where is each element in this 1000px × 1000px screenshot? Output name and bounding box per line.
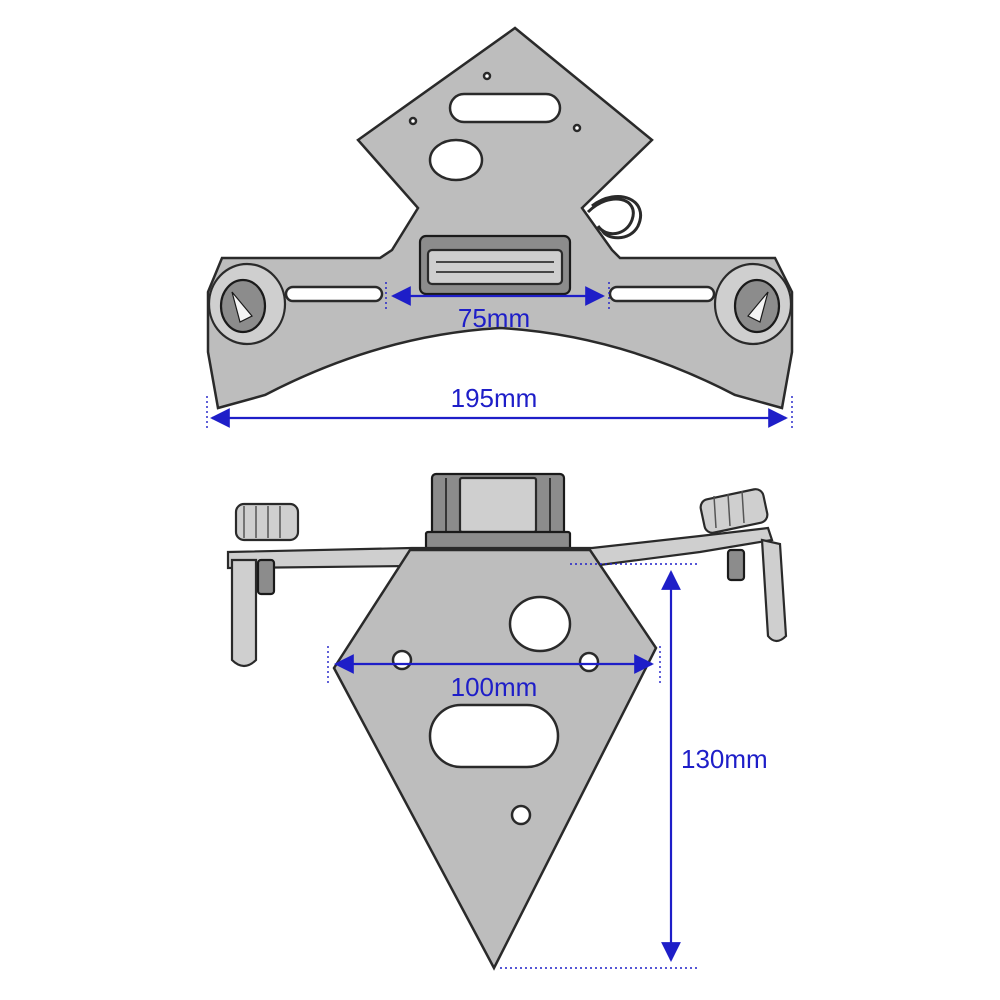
license-light <box>418 234 572 296</box>
top-view: 75mm 195mm <box>206 26 794 430</box>
top-small-hole <box>482 71 492 81</box>
right-turn-signal <box>713 262 793 346</box>
dimension-130mm: 130mm <box>500 563 768 969</box>
wire-bundle <box>586 195 642 240</box>
dimension-label: 195mm <box>451 383 538 413</box>
dimension-195mm: 195mm <box>206 383 793 430</box>
left-turn-signal <box>207 262 287 346</box>
bottom-slot-hole <box>428 703 560 769</box>
dimension-100mm: 100mm <box>327 646 661 702</box>
top-slot-hole <box>448 92 562 124</box>
bottom-small-hole <box>578 651 600 673</box>
mounting-arm <box>226 526 774 570</box>
dimension-75mm: 75mm <box>385 282 610 333</box>
right-hanger-bracket <box>699 488 788 643</box>
bottom-small-hole <box>510 804 532 826</box>
top-round-hole <box>428 138 484 182</box>
dimension-label: 75mm <box>458 303 530 333</box>
connector-block <box>424 472 572 552</box>
bottom-view: 100mm 130mm <box>226 472 788 971</box>
top-small-hole <box>408 116 418 126</box>
top-bracket-plate <box>206 26 794 410</box>
left-side-slot <box>284 285 384 303</box>
top-small-hole <box>572 123 582 133</box>
right-side-slot <box>608 285 716 303</box>
bottom-small-hole <box>391 649 413 671</box>
bottom-round-hole <box>508 595 572 653</box>
left-hanger-bracket <box>230 502 300 668</box>
dimension-label: 100mm <box>451 672 538 702</box>
dimension-label: 130mm <box>681 744 768 774</box>
